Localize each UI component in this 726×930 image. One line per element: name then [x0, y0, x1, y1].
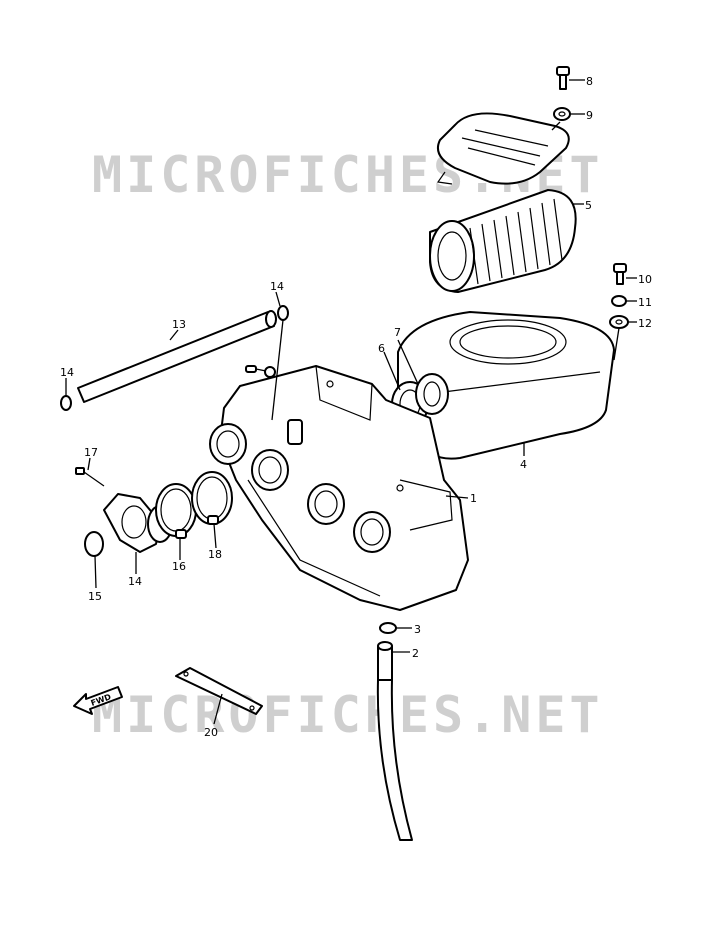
watermark-bottom: MICROFICHES.NET: [92, 686, 604, 744]
air-filter-element-part-5: [429, 189, 577, 293]
callout-3: 3: [414, 623, 421, 636]
callout-10: 10: [638, 273, 652, 286]
callout-8: 8: [586, 75, 593, 88]
callout-12: 12: [638, 317, 652, 330]
bracket-part-20: [175, 667, 263, 715]
callout-14-left: 14: [60, 366, 74, 379]
callout-17: 16: [172, 560, 186, 573]
callout-9: 9: [586, 109, 593, 122]
leader-lines: [65, 79, 637, 725]
drain-tube-part-2: [376, 641, 413, 841]
tube-part-13: [77, 310, 277, 403]
clamp-part-17: [155, 483, 197, 539]
o-ring-part-16: [84, 531, 104, 557]
screw-body-top: [245, 365, 276, 378]
callout-1: 1: [470, 492, 477, 505]
forward-direction-arrow: FWD: [73, 686, 123, 715]
callout-13: 13: [172, 318, 186, 331]
callout-15: 14: [128, 575, 142, 588]
callout-16: 15: [88, 590, 102, 603]
air-filter-case-part-4: [397, 311, 615, 460]
callout-14-right: 14: [270, 280, 284, 293]
callout-7: 7: [394, 326, 401, 339]
callout-4: 4: [520, 458, 527, 471]
callout-6: 6: [378, 342, 385, 355]
clip-part-14-left: [60, 395, 72, 411]
screw-part-18: [75, 467, 105, 487]
air-cleaner-body-part-1: [209, 365, 469, 611]
bolt-part-8: [556, 66, 570, 90]
washer-part-9: [553, 107, 571, 121]
clip-part-3: [379, 622, 397, 634]
callout-19: 18: [208, 548, 222, 561]
filter-cover-plate: [436, 112, 570, 185]
callout-20: 20: [204, 726, 218, 739]
callout-5: 5: [585, 199, 592, 212]
washer-part-12: [609, 315, 629, 329]
clip-part-14-right: [277, 305, 289, 321]
callout-2: 2: [412, 647, 419, 660]
callout-11: 11: [638, 296, 652, 309]
clamp-part-19: [191, 471, 233, 525]
nut-part-11: [611, 295, 627, 307]
bolt-part-10: [613, 263, 627, 285]
callout-18: 17: [84, 446, 98, 459]
